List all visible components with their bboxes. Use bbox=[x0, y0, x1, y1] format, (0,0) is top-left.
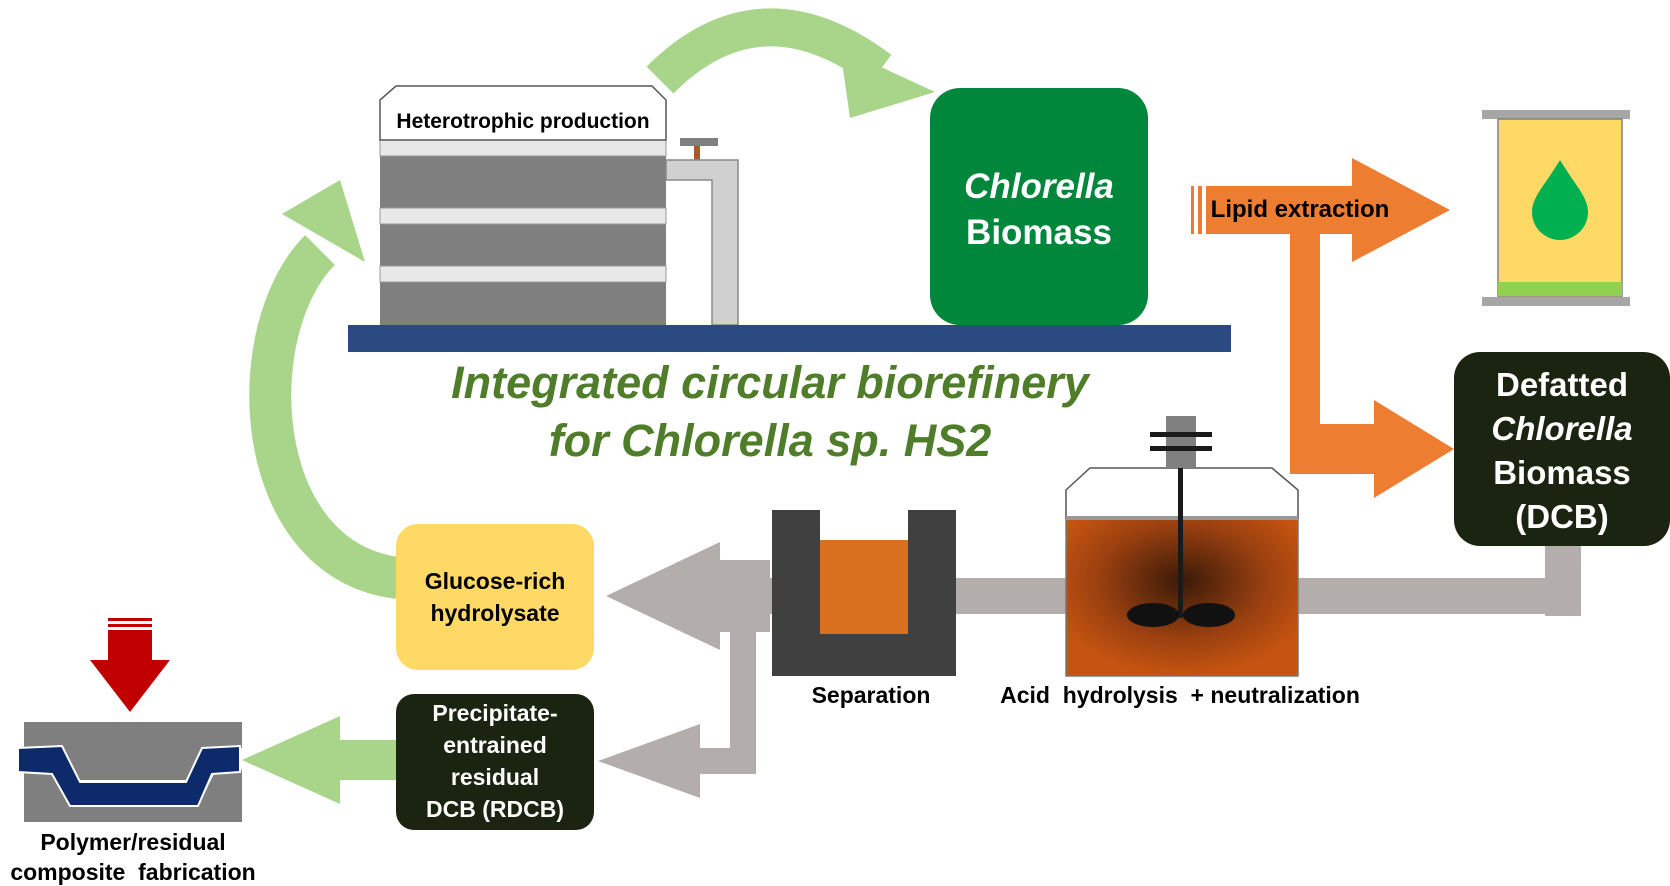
separation-vessel bbox=[772, 510, 956, 676]
page-title-line1: Integrated circular biorefinery bbox=[451, 357, 1091, 408]
page-title-line2: for Chlorella sp. HS2 bbox=[549, 415, 992, 466]
rdcb-label-line2: entrained bbox=[443, 732, 547, 758]
oil-drop-icon bbox=[1532, 160, 1588, 240]
glucose-label-line2: hydrolysate bbox=[430, 600, 559, 626]
separation-label: Separation bbox=[812, 682, 931, 708]
composite-label-line2: composite fabrication bbox=[10, 859, 255, 885]
glucose-label-line1: Glucose-rich bbox=[425, 568, 566, 594]
biomass-label-line1: Chlorella bbox=[964, 167, 1114, 206]
dcb-label-line3: Biomass bbox=[1493, 454, 1631, 491]
rdcb-label-line1: Precipitate- bbox=[432, 700, 557, 726]
lipid-extraction-arrow bbox=[1191, 158, 1454, 498]
dcb-label-line2: Chlorella bbox=[1491, 410, 1632, 447]
oil-container bbox=[1482, 110, 1630, 306]
composite-press bbox=[17, 618, 242, 822]
composite-label-line1: Polymer/residual bbox=[40, 829, 225, 855]
dcb-label-line4: (DCB) bbox=[1515, 498, 1608, 535]
dcb-box bbox=[1454, 352, 1670, 546]
fermenter-label: Heterotrophic production bbox=[396, 110, 649, 133]
rdcb-label-line4: DCB (RDCB) bbox=[426, 796, 564, 822]
platform-bar bbox=[348, 325, 1231, 352]
composite-arrow bbox=[242, 716, 396, 804]
biomass-label-line2: Biomass bbox=[966, 213, 1112, 252]
recycle-arrow-top bbox=[646, 8, 935, 118]
recycle-arrow-left bbox=[249, 180, 402, 599]
acid-hydrolysis-label: Acid hydrolysis + neutralization bbox=[1000, 682, 1360, 708]
rdcb-box bbox=[396, 694, 594, 830]
lipid-extraction-label: Lipid extraction bbox=[1211, 196, 1390, 223]
hydrolysis-tank bbox=[1065, 416, 1299, 677]
fermenter bbox=[379, 85, 739, 326]
chlorella-biomass-box bbox=[930, 88, 1148, 325]
rdcb-label-line3: residual bbox=[451, 764, 539, 790]
polymer-sheet bbox=[17, 744, 241, 807]
glucose-box bbox=[396, 524, 594, 670]
dcb-label-line1: Defatted bbox=[1496, 366, 1628, 403]
